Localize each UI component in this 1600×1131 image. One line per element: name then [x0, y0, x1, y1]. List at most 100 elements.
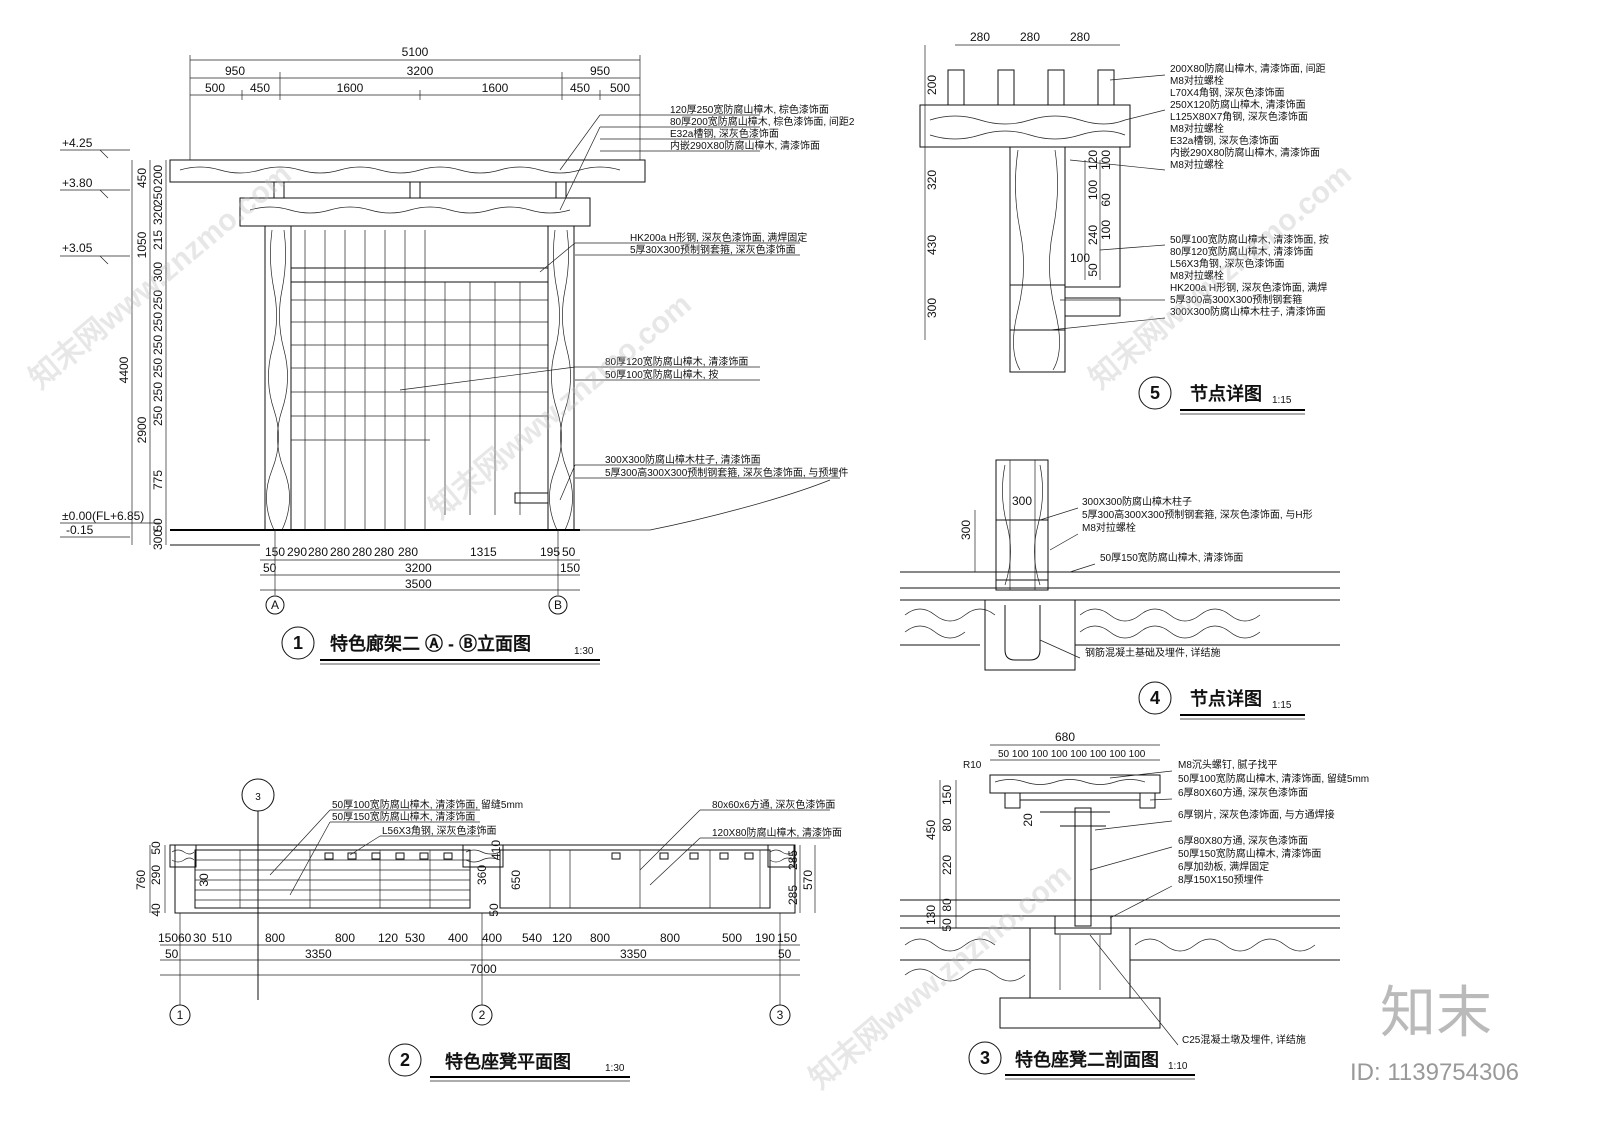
dim-side: 300 — [925, 298, 939, 318]
note: 50厚100宽防腐山樟木, 清漆饰面, 留缝5mm — [1178, 772, 1369, 785]
axis-label: 2 — [479, 1008, 486, 1022]
note: 5厚300高300X300预制钢套箍 — [1170, 293, 1302, 306]
axis-label: A — [271, 598, 279, 612]
drawing-number: 2 — [400, 1050, 410, 1070]
drawing-number: 3 — [980, 1048, 990, 1068]
dim-bottom-total: 7000 — [470, 962, 497, 976]
dim-left: 250 — [151, 335, 165, 355]
note: 300X300防腐山樟木柱子 — [1082, 495, 1192, 508]
dim-left: 300 — [151, 262, 165, 282]
dim-left: 2900 — [135, 416, 149, 443]
dim-bottom: 530 — [405, 931, 425, 945]
dim-bottom: 400 — [448, 931, 468, 945]
dim-bottom: 290 — [287, 545, 307, 559]
watermark-id: ID: 1139754306 — [1350, 1059, 1519, 1086]
dim-bottom: 800 — [335, 931, 355, 945]
dim-side: 200 — [925, 75, 939, 95]
dim-side: 50 — [149, 841, 163, 855]
dim-bottom: 3200 — [405, 561, 432, 575]
drawing-number: 5 — [1150, 383, 1160, 403]
note: 6厚80X60方通, 深灰色漆饰面 — [1178, 786, 1308, 799]
dim-bottom: 280 — [374, 545, 394, 559]
dim-bottom: 50 — [165, 947, 179, 961]
dim-bottom: 190 — [755, 931, 775, 945]
drawing-scale: 1:30 — [605, 1063, 625, 1074]
dim-side: 130 — [924, 905, 938, 925]
dim-side: 50 — [940, 918, 954, 932]
drawing-scale: 1:10 — [1168, 1061, 1188, 1072]
dim-bottom: 3350 — [305, 947, 332, 961]
dim-top: 3200 — [407, 64, 434, 78]
note: 50厚100宽防腐山樟木, 清漆饰面, 留缝5mm — [332, 798, 523, 811]
note: 300X300防腐山樟木柱子, 清漆饰面 — [1170, 305, 1326, 318]
dim-top: 950 — [590, 64, 610, 78]
dim-side: 40 — [149, 903, 163, 917]
node-detail-4: 300 300 300X300防腐山樟木柱子 5厚300高300X300预制钢套… — [900, 459, 1340, 720]
dim-left: 450 — [135, 168, 149, 188]
dim-bottom: 150 — [560, 561, 580, 575]
dim-bottom: 510 — [212, 931, 232, 945]
dim-side: 450 — [924, 820, 938, 840]
note: E32a槽钢, 深灰色漆饰面 — [670, 127, 779, 140]
elevation-drawing: 5100 950 3200 950 500 450 1600 1600 450 … — [60, 45, 855, 665]
note: 50厚100宽防腐山樟木, 按 — [605, 368, 718, 381]
dim-side: 100 — [1070, 251, 1090, 265]
note: 120X80防腐山樟木, 清漆饰面 — [712, 826, 842, 839]
dim-bottom: 50 — [562, 545, 576, 559]
dim-side: 50 — [487, 903, 501, 917]
dim-bottom: 800 — [265, 931, 285, 945]
drawing-title: 特色廊架二 Ⓐ - Ⓑ立面图 — [330, 633, 531, 654]
note: M8对拉螺栓 — [1170, 158, 1224, 171]
bench-plan-drawing: 3 — [134, 778, 842, 1082]
watermark-text: 知末网www.znzmo.com — [423, 288, 697, 526]
drawing-title: 特色座凳二剖面图 — [1015, 1049, 1159, 1070]
note: 6厚加劲板, 满焊固定 — [1178, 860, 1269, 873]
note: 5厚300高300X300预制钢套箍, 深灰色漆饰面, 与H形 — [1082, 508, 1313, 521]
dim-side: 120 — [1086, 150, 1100, 170]
dim-side: 240 — [1086, 225, 1100, 245]
dim-side: 430 — [925, 235, 939, 255]
dim-side: 300 — [959, 520, 973, 540]
elevation-label: -0.15 — [66, 523, 94, 537]
dim-top: 280 — [1070, 30, 1090, 44]
bench-section-drawing: 680 50 100 100 100 100 100 100 100 R10 4… — [900, 730, 1369, 1080]
note: L56X3角钢, 深灰色漆饰面 — [382, 824, 496, 837]
dim-bottom: 280 — [398, 545, 418, 559]
elevation-markers: +4.25 +3.80 +3.05 ±0.00(FL+6.85) -0.15 — [60, 136, 160, 538]
note: 80厚120宽防腐山樟木, 清漆饰面 — [605, 355, 748, 368]
note: M8沉头螺钉, 腻子找平 — [1178, 758, 1277, 771]
elevation-label: ±0.00(FL+6.85) — [62, 509, 144, 523]
dim-left: 250 — [151, 406, 165, 426]
dim-side: 150 — [940, 785, 954, 805]
dim-side: 80 — [940, 818, 954, 832]
drawing-number: 4 — [1150, 688, 1160, 708]
dim-bottom: 50 — [263, 561, 277, 575]
dim-top: 280 — [1020, 30, 1040, 44]
dim-left: 50 — [151, 518, 165, 532]
dim-side: 300 — [1012, 494, 1032, 508]
dim-top: 500 — [205, 81, 225, 95]
note: 钢筋混凝土基础及埋件, 详结施 — [1085, 646, 1221, 659]
dim-side: 20 — [1021, 813, 1035, 827]
dim-left: 250 — [151, 358, 165, 378]
dim-bottom: 120 — [552, 931, 572, 945]
dim-side: 100 — [1099, 220, 1113, 240]
dim-top-sub: 50 100 100 100 100 100 100 100 — [998, 749, 1146, 760]
dim-side: 100 — [1086, 180, 1100, 200]
dim-top: 500 — [610, 81, 630, 95]
node-detail-5: 280 280 280 200 320 430 300 120 100 240 … — [919, 30, 1329, 415]
dim-left: 250 — [151, 312, 165, 332]
note: HK200a H形钢, 深灰色漆饰面, 满焊固定 — [630, 231, 807, 244]
note: 5厚300高300X300预制钢套箍, 深灰色漆饰面, 与预埋件 — [605, 466, 848, 479]
dim-top: 280 — [970, 30, 990, 44]
dim-bottom: 500 — [722, 931, 742, 945]
dim-bottom: 195 — [540, 545, 560, 559]
watermark-text: 知末网www.znzmo.com — [1083, 158, 1357, 396]
elevation-label: +3.05 — [62, 241, 93, 255]
dim-top: 1600 — [482, 81, 509, 95]
dim-bottom: 50 — [778, 947, 792, 961]
radius-label: R10 — [963, 760, 982, 771]
note: 250X120防腐山樟木, 清漆饰面 — [1170, 98, 1306, 111]
drawing-title: 节点详图 — [1190, 383, 1262, 404]
